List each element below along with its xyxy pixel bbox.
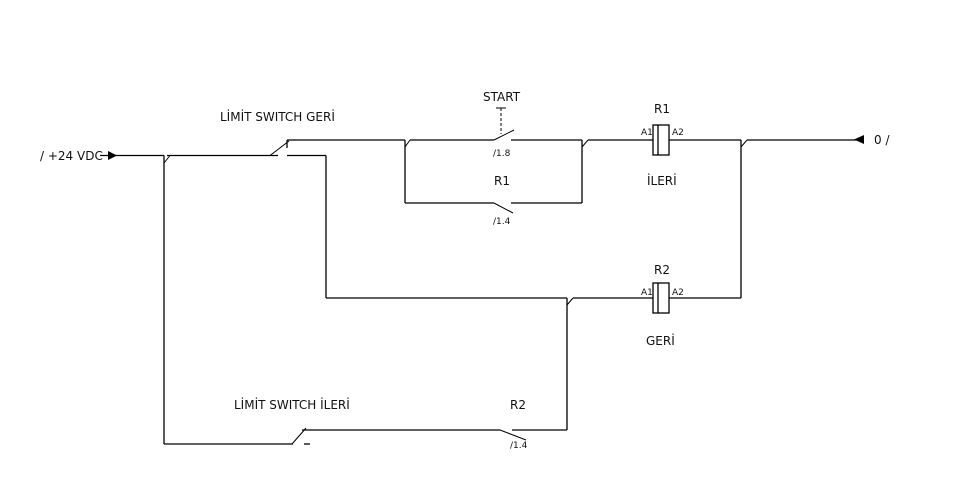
supply-negative-label: 0 / [874,133,890,147]
limit-switch-geri [269,139,405,298]
coil-r2-a2: A2 [672,288,684,298]
coil-r1-a2: A2 [672,128,684,138]
right-rail [740,139,862,298]
r2-contact-label: R2 [510,398,526,412]
start-ref: /1.8 [493,149,511,159]
r2-contact [499,298,568,441]
coil-r2 [326,282,741,314]
coil-r1-name: R1 [654,102,670,116]
coil-r2-label: GERİ [646,333,675,348]
r1-holding-contact [405,202,582,214]
coil-r1-a1: A1 [641,128,653,138]
r1-contact-ref: /1.4 [493,217,511,227]
r2-contact-ref: /1.4 [510,441,528,451]
supply-positive-label: / +24 VDC [40,149,103,163]
coil-r1 [581,124,741,156]
coil-r2-a1: A1 [641,288,653,298]
left-rail [100,154,293,445]
coil-r1-label: İLERİ [647,173,677,188]
limit-switch-ileri [291,427,500,445]
start-label: START [483,90,521,104]
coil-r2-name: R2 [654,263,670,277]
r1-contact-label: R1 [494,174,510,188]
limit-switch-geri-label: LİMİT SWITCH GERİ [220,109,335,124]
limit-switch-ileri-label: LİMİT SWITCH İLERİ [234,397,350,412]
start-contact [404,107,583,203]
